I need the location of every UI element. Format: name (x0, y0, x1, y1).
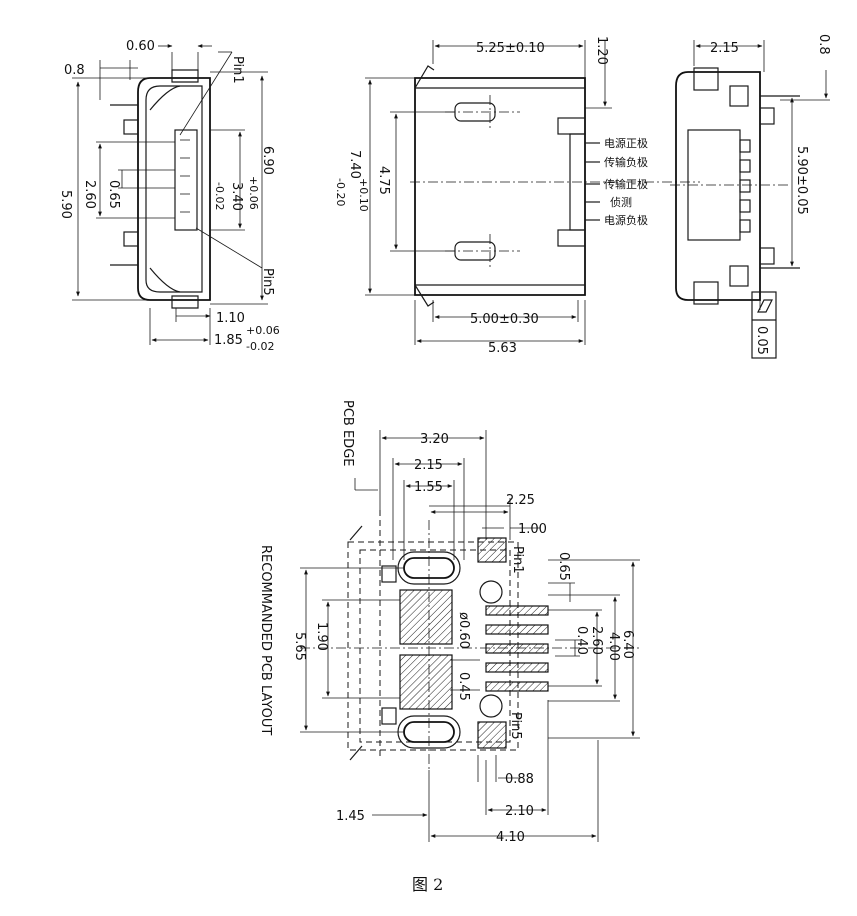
top-pin-label-1: 电源正极 (604, 136, 648, 150)
top-pin-label-5: 电源负极 (604, 213, 648, 227)
side-view: 0.60 Pin1 0.8 5.90 2.60 0.65 3.40 -0.02 … (58, 39, 280, 353)
top-dim-height: 7.40 (347, 150, 362, 179)
front-dim-top: 2.15 (710, 41, 739, 56)
pcb-dim-hole: ø0.60 (456, 612, 471, 649)
pcb-dim-190: 1.90 (314, 622, 329, 651)
pcb-dim-210: 2.10 (505, 804, 534, 819)
top-pin-label-4: 侦测 (610, 196, 632, 209)
flatness-box (751, 291, 777, 359)
side-tol-depth-minus: -0.02 (246, 340, 274, 353)
top-dim-bottom: 5.00±0.30 (470, 312, 539, 327)
top-tol-height-plus: +0.10 (357, 178, 370, 212)
pcb-dim-155: 1.55 (414, 480, 443, 495)
top-view: 5.25±0.10 1.20 7.40 +0.10 -0.20 4.75 电源正… (334, 36, 700, 356)
pcb-pin1-label: Pin1 (510, 546, 525, 574)
side-tol-width-right: -0.02 (213, 182, 226, 210)
pcb-dim-100: 1.00 (518, 522, 547, 537)
pcb-dim-215: 2.15 (414, 458, 443, 473)
front-view: 2.15 0.8 5.90±0.05 0.05 (670, 34, 831, 359)
side-pin1-label: Pin1 (230, 56, 245, 84)
front-dim-height: 5.90±0.05 (794, 146, 809, 215)
side-dim-depth: 1.85 (214, 333, 243, 348)
top-tol-height-minus: -0.20 (334, 178, 347, 206)
side-dim-top: 0.60 (126, 39, 155, 54)
pcb-dim-065: 0.65 (556, 552, 571, 581)
pcb-dim-410: 4.10 (496, 830, 525, 845)
front-dim-corner: 0.8 (816, 34, 831, 55)
top-pin-label-2: 传输负极 (604, 155, 648, 169)
pcb-dim-565: 5.65 (292, 632, 307, 661)
top-dim-overall: 5.63 (488, 341, 517, 356)
pcb-dim-088: 0.88 (505, 772, 534, 787)
pcb-dim-225: 2.25 (506, 493, 535, 508)
front-flatness-value: 0.05 (754, 326, 769, 355)
top-dim-tab: 1.20 (594, 36, 609, 65)
pcb-layout-title: RECOMMANDED PCB LAYOUT (258, 545, 273, 735)
pcb-dim-400: 4.00 (606, 632, 621, 661)
side-dim-width-right: 3.40 (229, 182, 244, 211)
side-dim-corner: 0.8 (64, 63, 85, 78)
side-tol-overall: +0.06 (247, 176, 260, 210)
side-dim-pitch: 0.65 (106, 180, 121, 209)
pcb-dim-640: 6.40 (620, 630, 635, 659)
pcb-dim-040: 0.40 (574, 626, 589, 655)
pcb-pin5-label: Pin5 (508, 712, 523, 740)
top-pin-label-3: 传输正极 (604, 177, 648, 191)
side-dim-inner: 2.60 (82, 180, 97, 209)
side-tol-depth-plus: +0.06 (246, 324, 280, 337)
pcb-layout: PCB EDGE RECOMMANDED PCB LAYOUT 3.20 2.1… (258, 400, 640, 845)
pcb-dim-320: 3.20 (420, 432, 449, 447)
side-dim-height: 5.90 (58, 190, 73, 219)
pcb-dim-260: 2.60 (589, 626, 604, 655)
side-dim-bottom: 1.10 (216, 311, 245, 326)
side-pin5-label: Pin5 (260, 268, 275, 296)
top-dim-top: 5.25±0.10 (476, 41, 545, 56)
pcb-dim-145: 1.45 (336, 809, 365, 824)
pcb-edge-label: PCB EDGE (340, 400, 355, 466)
side-dim-overall: 6.90 (260, 146, 275, 175)
pcb-dim-045: 0.45 (456, 672, 471, 701)
top-dim-inner: 4.75 (376, 166, 391, 195)
figure-caption: 图 2 (412, 875, 443, 894)
